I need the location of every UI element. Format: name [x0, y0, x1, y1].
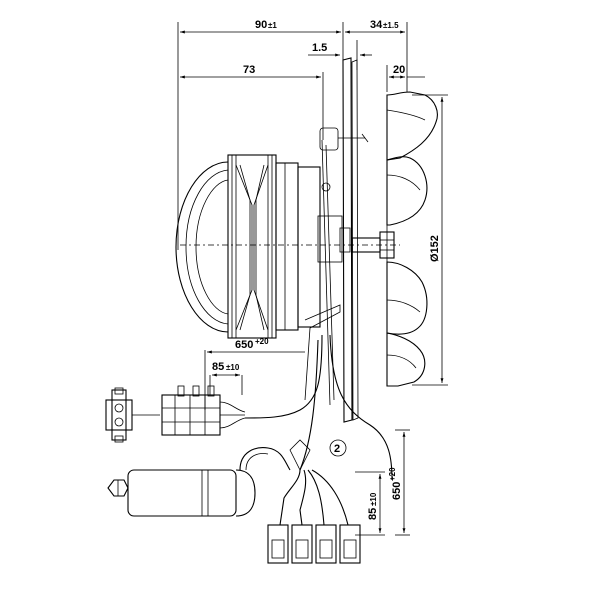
dim-90-value: 90 [255, 19, 267, 31]
dimension-strip-length-top: 85 ±10 [209, 361, 243, 395]
dim-20-value: 20 [393, 64, 405, 76]
dim-1-5-value: 1.5 [312, 42, 327, 54]
dim-85-top-tol: ±10 [226, 363, 240, 372]
motor-cables [244, 334, 393, 481]
dimension-impeller-width: 20 [389, 64, 425, 79]
dim-650-top-value: 650 [235, 339, 253, 351]
dimension-strip-length-right: 85 ±10 [355, 471, 385, 536]
spade-terminals [267, 524, 361, 564]
callout-2-label: 2 [334, 443, 340, 455]
dimension-overall-length: 90 ±1 [180, 19, 341, 34]
dim-650-top-tol: +20 [255, 337, 269, 346]
dim-34-value: 34 [370, 19, 383, 31]
dim-90-tol: ±1 [268, 21, 277, 30]
dim-152-value: Ø152 [429, 235, 441, 262]
dim-85-right-tol: ±10 [369, 492, 378, 506]
dimension-flange-thickness: 1.5 [308, 42, 372, 57]
dim-73-value: 73 [243, 64, 255, 76]
dim-34-tol: ±1.5 [383, 21, 399, 30]
dim-650-right-tol: +20 [388, 467, 397, 481]
impeller [386, 91, 438, 387]
connector-socket [161, 385, 246, 436]
dimension-cable-length-right: 650 +20 [388, 429, 410, 536]
dimension-impeller-diameter: Ø152 [429, 97, 444, 383]
motor-body [175, 154, 400, 339]
extension-lines [177, 22, 448, 386]
variant-callout: 2 [329, 439, 347, 457]
connector-plug [105, 387, 160, 443]
dimension-motor-length: 73 [180, 64, 321, 79]
capacitor [107, 447, 291, 517]
mounting-flange [304, 57, 369, 423]
dim-650-right-value: 650 [391, 482, 403, 500]
dimension-flange-offset: 34 ±1.5 [345, 19, 405, 34]
terminal-wires [279, 439, 349, 526]
dim-85-right-value: 85 [367, 508, 379, 520]
dim-85-top-value: 85 [212, 361, 224, 373]
